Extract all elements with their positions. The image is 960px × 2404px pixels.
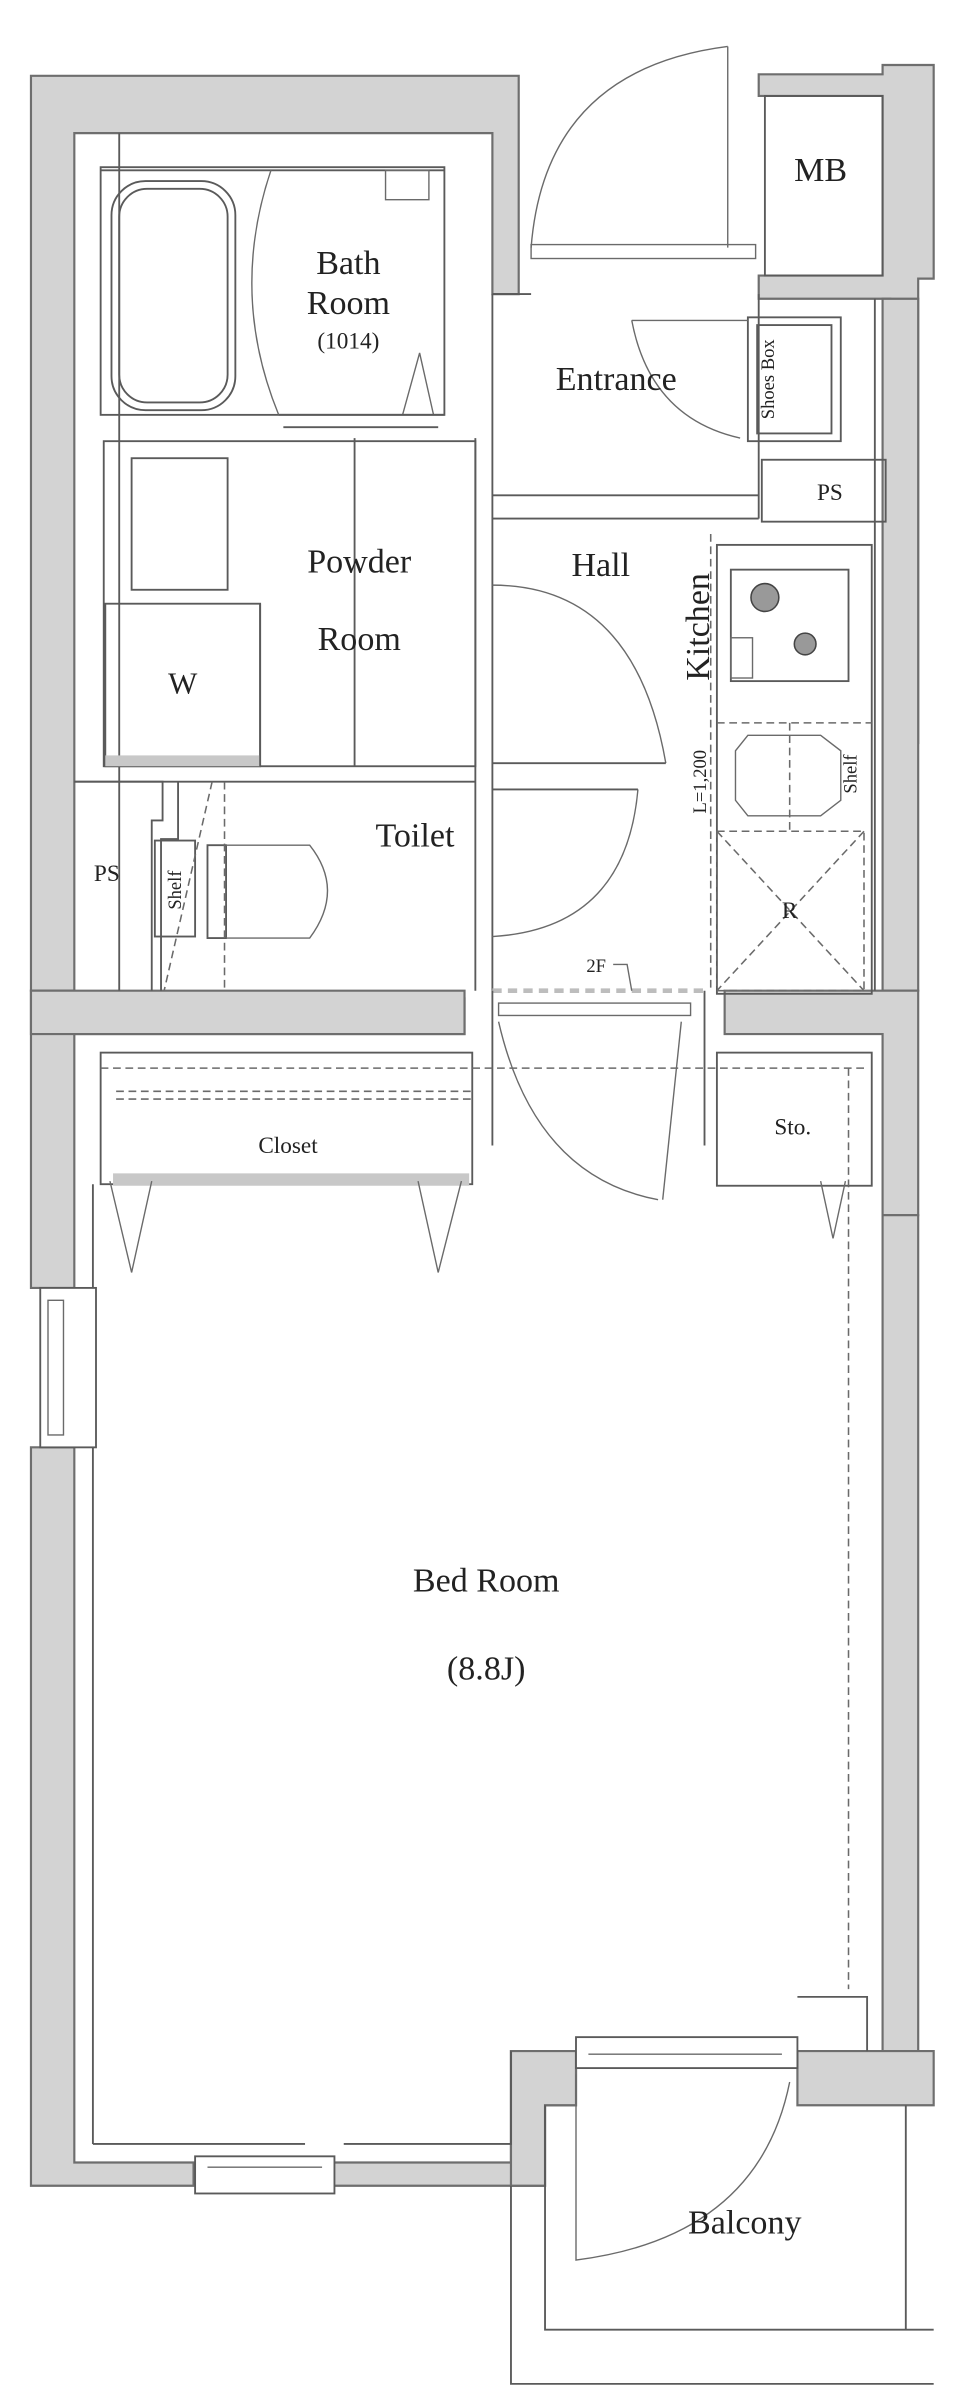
washer-label: W (168, 665, 198, 700)
toilet-shelf-label: Shelf (165, 870, 186, 910)
interior-lines (39, 45, 934, 2385)
kitchen-label: Kitchen (680, 573, 717, 681)
ps-top-label: PS (817, 480, 843, 506)
stove-burner-icon (750, 582, 817, 656)
storage-label: Sto. (774, 1115, 811, 1141)
shoes-box-label: Shoes Box (758, 339, 779, 420)
fridge-label: R (782, 898, 798, 924)
bedroom-label: Bed Room (413, 1562, 560, 1599)
floor-2f-marker: 2F (586, 956, 606, 977)
walls (29, 63, 935, 2187)
kitchen-shelf-label: Shelf (840, 754, 861, 794)
bedroom-size: (8.8J) (447, 1651, 525, 1688)
hall-label: Hall (571, 547, 630, 584)
toilet-label: Toilet (375, 818, 454, 855)
powder-room-label-line2: Room (318, 621, 401, 658)
kitchen-length-label: L=1,200 (690, 750, 711, 814)
balcony-label: Balcony (688, 2205, 801, 2242)
room-labels: Bath Room (1014) Entrance MB Shoes Box P… (94, 152, 861, 2242)
bath-room-label-line1: Bath (316, 245, 380, 282)
bath-room-label-line2: Room (307, 285, 390, 322)
powder-room-label-line1: Powder (307, 544, 412, 581)
entrance-label: Entrance (556, 361, 677, 398)
bath-room-size: (1014) (317, 328, 379, 354)
mb-label: MB (794, 152, 847, 189)
closet-label: Closet (258, 1133, 318, 1159)
ps-left-label: PS (94, 861, 120, 887)
